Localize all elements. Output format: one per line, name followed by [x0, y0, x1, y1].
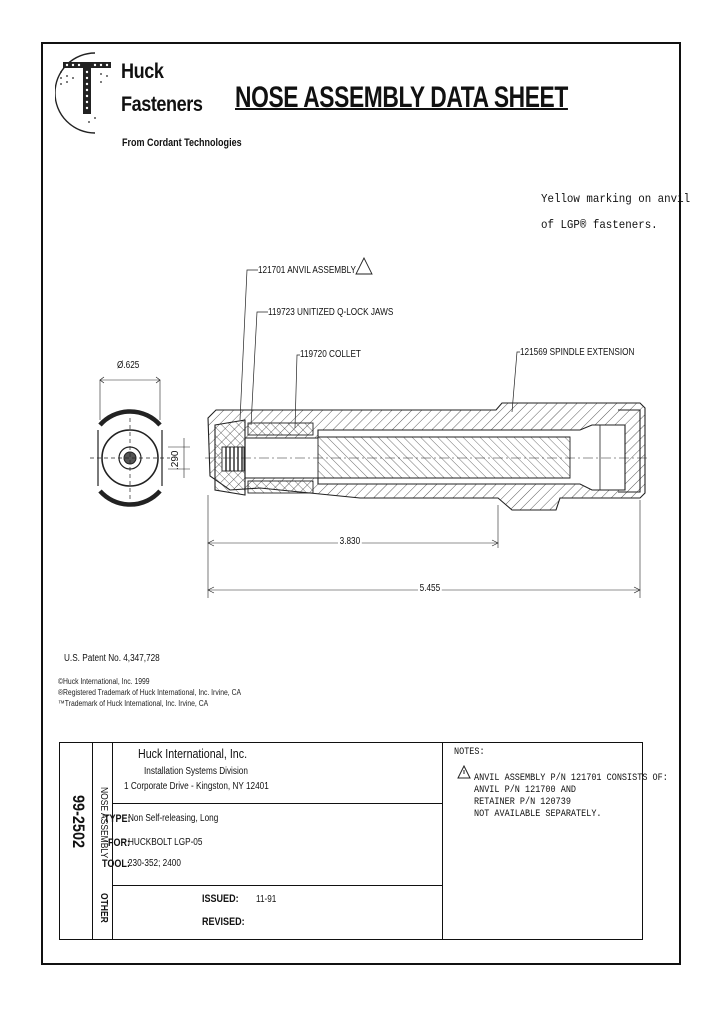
yellow-note-line1: Yellow marking on anvil [541, 192, 691, 206]
dim-height: .290 [170, 450, 181, 470]
for-value: HUCKBOLT LGP-05 [128, 837, 203, 848]
tool-value: 230-352; 2400 [128, 858, 181, 869]
page-border [41, 42, 681, 965]
document-number: 99-2502 [69, 795, 88, 849]
trademark-line: ™Trademark of Huck International, Inc. I… [58, 699, 209, 708]
copyright-line: ©Huck International, Inc. 1999 [58, 677, 150, 686]
company-name: Huck International, Inc. [138, 746, 248, 761]
callout-anvil-assembly: 121701 ANVIL ASSEMBLY [258, 265, 357, 276]
notes-line4: NOT AVAILABLE SEPARATELY. [474, 809, 602, 820]
revised-label: REVISED: [202, 916, 245, 928]
brand-line2: Fasteners [121, 93, 203, 116]
registered-trademark-line: ®Registered Trademark of Huck Internatio… [58, 688, 242, 697]
company-address: 1 Corporate Drive - Kingston, NY 12401 [124, 781, 269, 792]
callout-collet: 119720 COLLET [300, 349, 361, 360]
dim-length-total: 5.455 [418, 583, 442, 594]
notes-line1: ANVIL ASSEMBLY P/N 121701 CONSISTS OF: [474, 773, 668, 784]
side-label-other: OTHER [98, 893, 109, 923]
notes-line2: ANVIL P/N 121700 AND [474, 785, 577, 796]
title-block: 99-2502 NOSE ASSEMBLY OTHER Huck Interna… [59, 742, 668, 940]
notes-heading: NOTES: [454, 747, 485, 758]
section-view [205, 402, 650, 511]
division-name: Installation Systems Division [144, 766, 248, 777]
patent-number: U.S. Patent No. 4,347,728 [64, 653, 160, 664]
brand-line1: Huck [121, 60, 164, 83]
brand-tagline: From Cordant Technologies [122, 137, 242, 149]
issued-value: 11-91 [256, 894, 277, 905]
type-label: TYPE: [104, 813, 131, 825]
nose-assembly-drawing [90, 256, 650, 598]
page-title: NOSE ASSEMBLY DATA SHEET [235, 81, 568, 114]
notes-line3: RETAINER P/N 120739 [474, 797, 571, 808]
callout-spindle-extension: 121569 SPINDLE EXTENSION [520, 347, 635, 358]
tool-label: TOOL: [102, 858, 130, 870]
dim-diameter: Ø.625 [117, 360, 140, 371]
dim-length-short: 3.830 [338, 536, 362, 547]
for-label: FOR: [108, 837, 131, 849]
callout-leaders [239, 256, 520, 429]
yellow-note-line2: of LGP® fasteners. [541, 218, 658, 232]
huck-logo-icon [55, 52, 111, 134]
callout-jaws: 119723 UNITIZED Q-LOCK JAWS [268, 307, 394, 318]
type-value: Non Self-releasing, Long [128, 813, 219, 824]
issued-label: ISSUED: [202, 893, 239, 905]
end-view [90, 376, 190, 507]
warning-triangle-icon [457, 765, 471, 779]
